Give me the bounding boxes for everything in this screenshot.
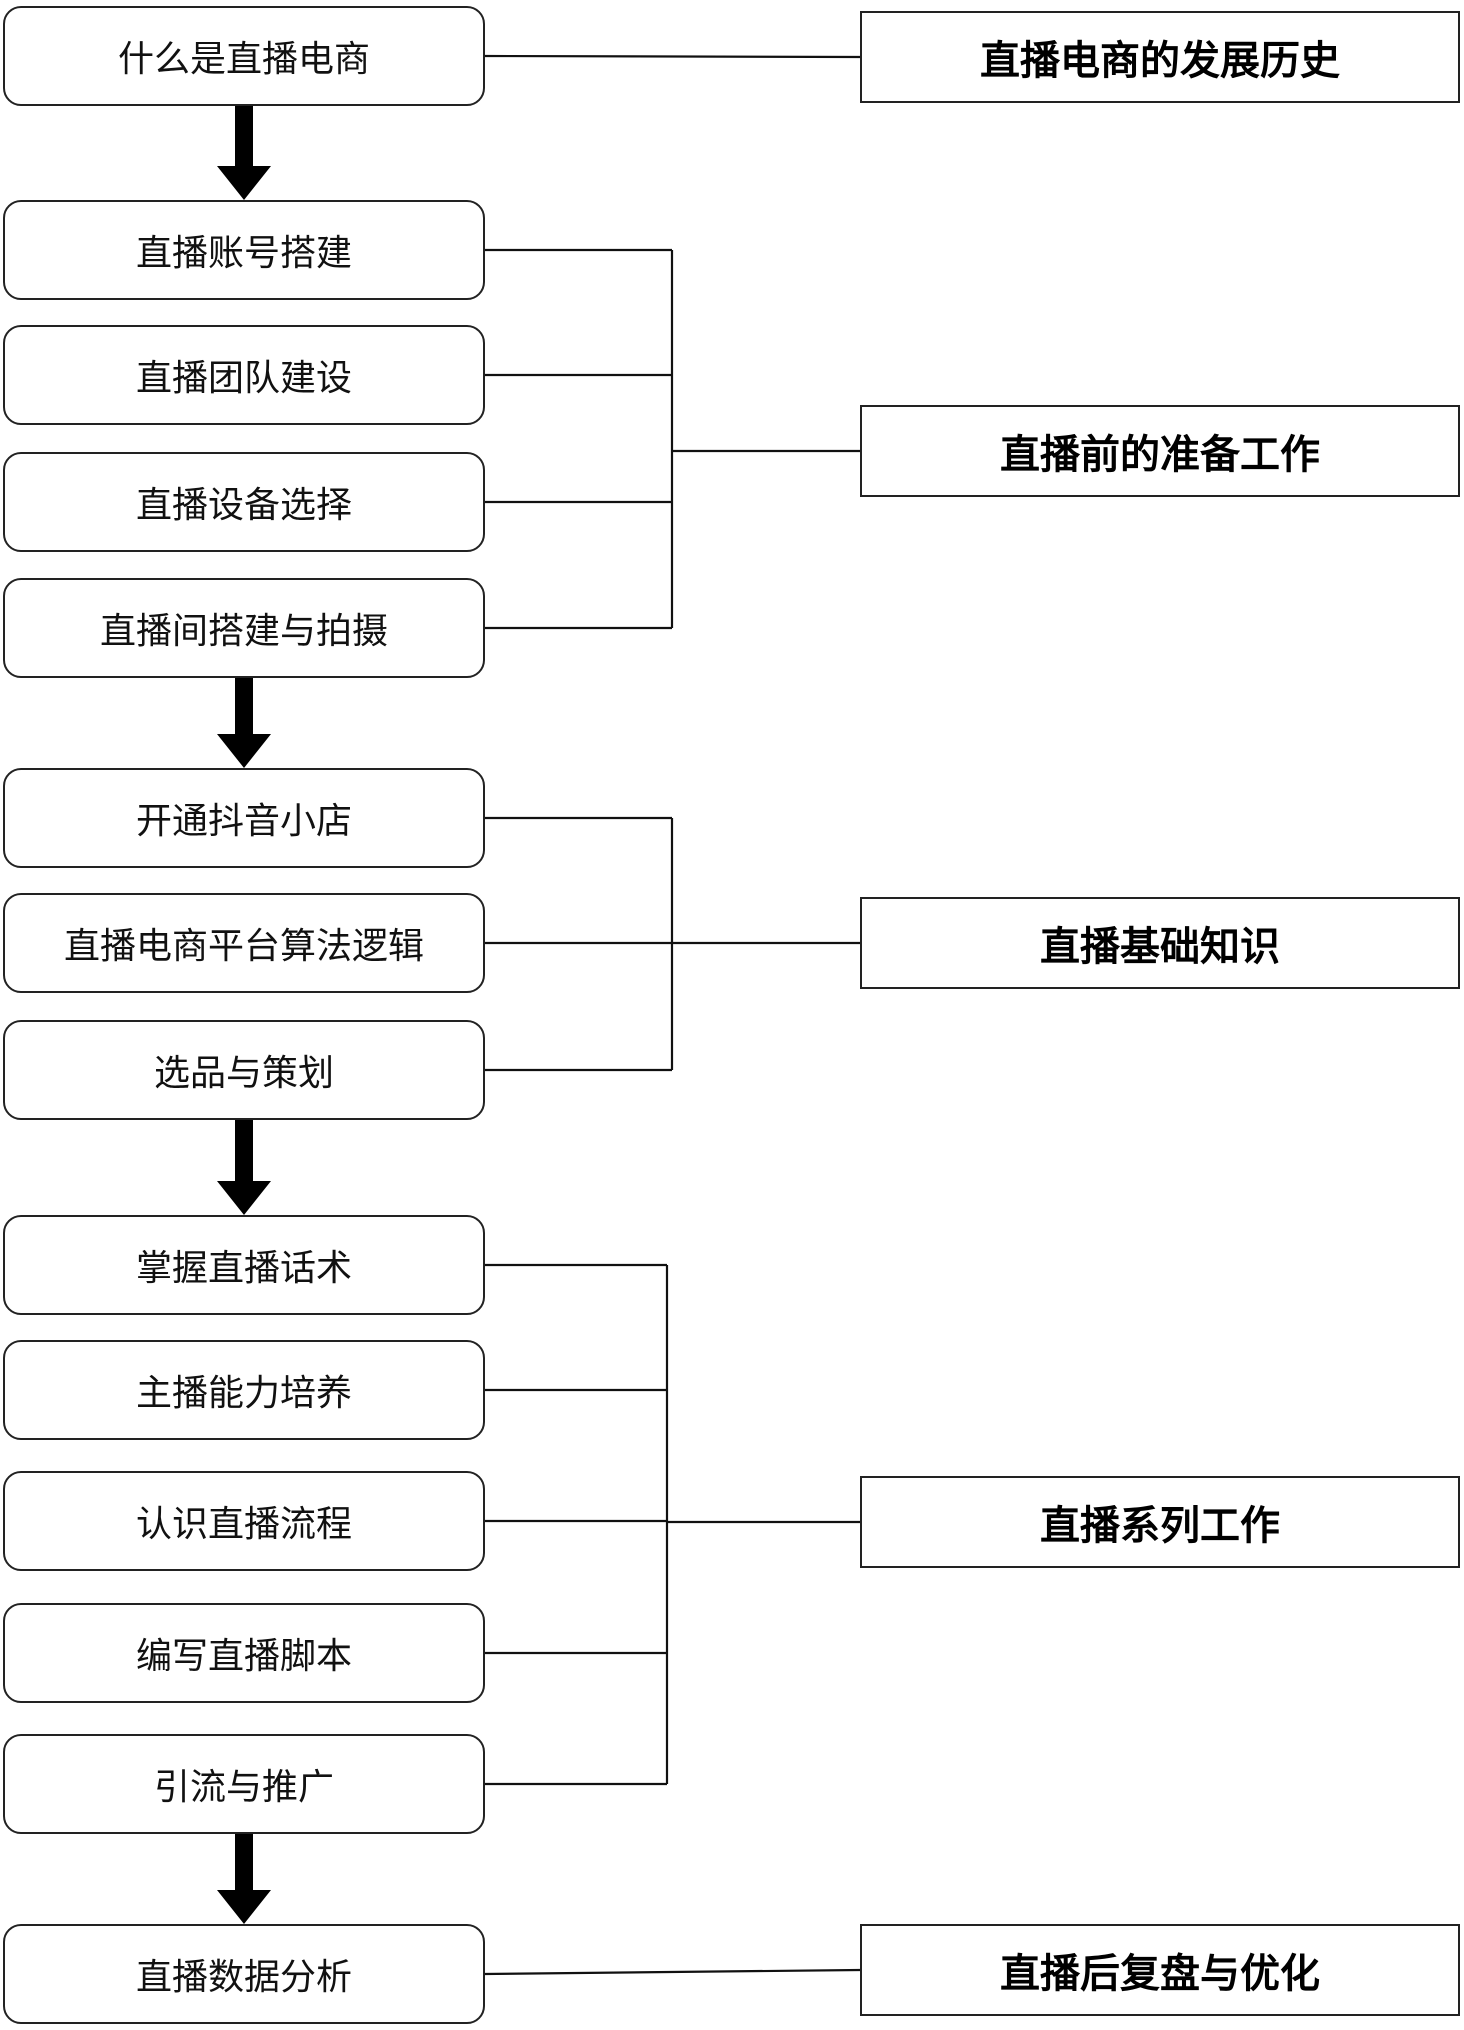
- flow-arrow: [217, 106, 271, 200]
- node-host-ability: 主播能力培养: [3, 1340, 485, 1440]
- node-account-setup: 直播账号搭建: [3, 200, 485, 300]
- flow-arrow: [217, 1834, 271, 1924]
- node-open-douyin-shop: 开通抖音小店: [3, 768, 485, 868]
- node-team-building: 直播团队建设: [3, 325, 485, 425]
- flow-arrow: [217, 1120, 271, 1215]
- connector-line: [484, 1968, 861, 1976]
- flow-arrow: [217, 678, 271, 768]
- node-traffic-promotion: 引流与推广: [3, 1734, 485, 1834]
- category-history: 直播电商的发展历史: [860, 11, 1460, 103]
- node-product-selection: 选品与策划: [3, 1020, 485, 1120]
- node-studio-setup-shooting: 直播间搭建与拍摄: [3, 578, 485, 678]
- node-live-data-analysis: 直播数据分析: [3, 1924, 485, 2024]
- category-basics: 直播基础知识: [860, 897, 1460, 989]
- category-series-work: 直播系列工作: [860, 1476, 1460, 1568]
- node-master-live-script-talk: 掌握直播话术: [3, 1215, 485, 1315]
- node-equipment-selection: 直播设备选择: [3, 452, 485, 552]
- category-preparation: 直播前的准备工作: [860, 405, 1460, 497]
- category-review-optimize: 直播后复盘与优化: [860, 1924, 1460, 2016]
- node-write-live-script: 编写直播脚本: [3, 1603, 485, 1703]
- node-platform-algorithm: 直播电商平台算法逻辑: [3, 893, 485, 993]
- connector-line: [484, 54, 861, 59]
- node-live-process: 认识直播流程: [3, 1471, 485, 1571]
- node-what-is-live-commerce: 什么是直播电商: [3, 6, 485, 106]
